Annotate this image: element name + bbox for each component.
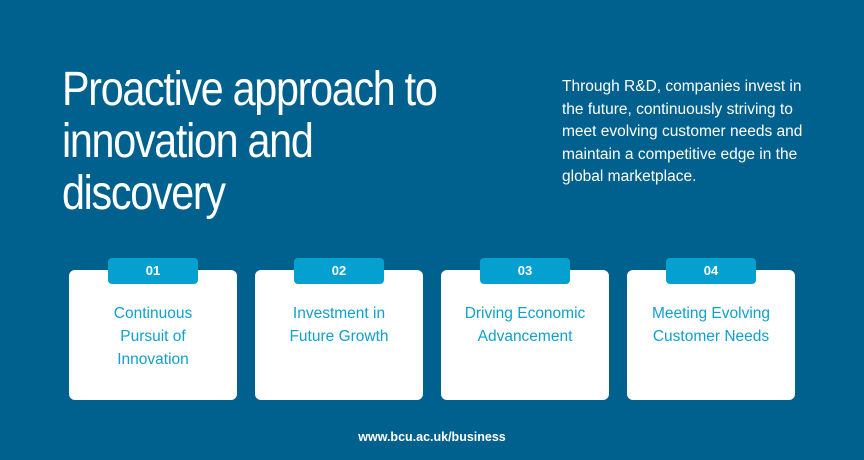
card-label: Driving Economic Advancement: [464, 305, 586, 345]
page-title: Proactive approach to innovation and dis…: [62, 63, 438, 220]
card-number: 03: [480, 258, 570, 284]
card-label: Meeting Evolving Customer Needs: [651, 305, 771, 345]
card-4: 04 Meeting Evolving Customer Needs: [627, 258, 795, 400]
card-number: 02: [294, 258, 384, 284]
card-label: Continuous Pursuit of Innovation: [113, 305, 193, 368]
card-2: 02 Investment in Future Growth: [255, 258, 423, 400]
card-number: 04: [666, 258, 756, 284]
footer-url: www.bcu.ac.uk/business: [358, 430, 506, 444]
card-label: Investment in Future Growth: [289, 305, 389, 345]
description: Through R&D, companies invest in the fut…: [562, 78, 803, 186]
card-1: 01 Continuous Pursuit of Innovation: [69, 258, 237, 400]
card-number: 01: [108, 258, 198, 284]
card-3: 03 Driving Economic Advancement: [441, 258, 609, 400]
